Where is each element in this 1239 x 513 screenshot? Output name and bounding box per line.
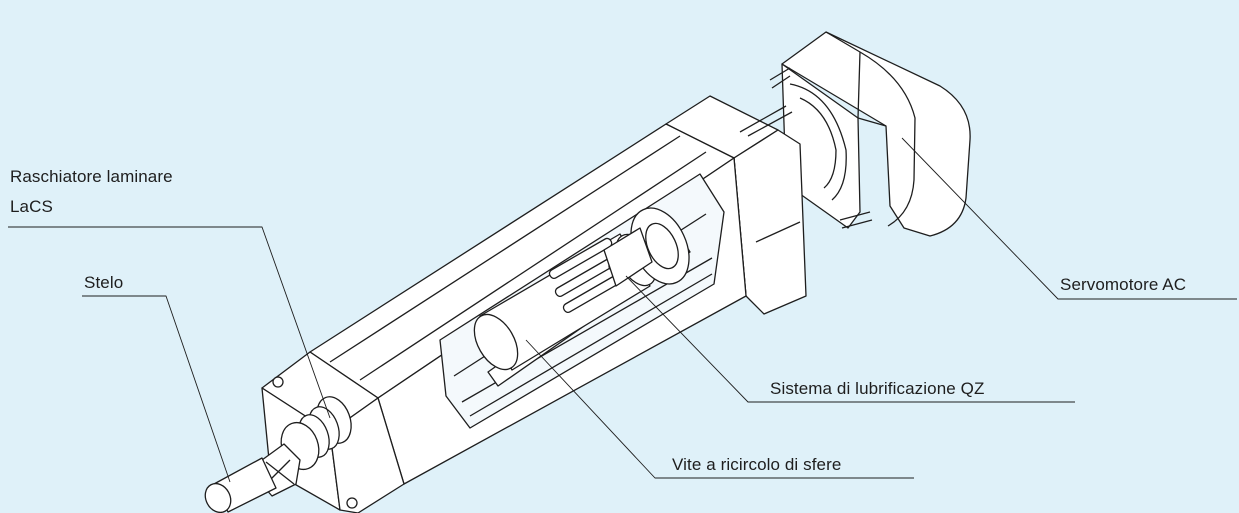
leader-line-servo xyxy=(901,137,1237,300)
piston-rod xyxy=(204,457,277,513)
leader-line-ball-screw xyxy=(525,339,914,479)
label-rod: Stelo xyxy=(84,273,124,292)
label-ball-screw: Vite a ricircolo di sfere xyxy=(672,455,842,474)
leader-line-lubrication xyxy=(625,275,1075,403)
leader-lines xyxy=(8,137,1237,483)
leader-line-wiper xyxy=(8,226,331,419)
label-lubrication-system: Sistema di lubrificazione QZ xyxy=(770,379,985,398)
leader-line-rod xyxy=(82,295,231,483)
label-wiper-line2: LaCS xyxy=(10,197,53,216)
label-servo-motor: Servomotore AC xyxy=(1060,275,1187,294)
ball-screw-assembly xyxy=(473,207,691,387)
label-wiper-line1: Raschiatore laminare xyxy=(10,167,173,186)
